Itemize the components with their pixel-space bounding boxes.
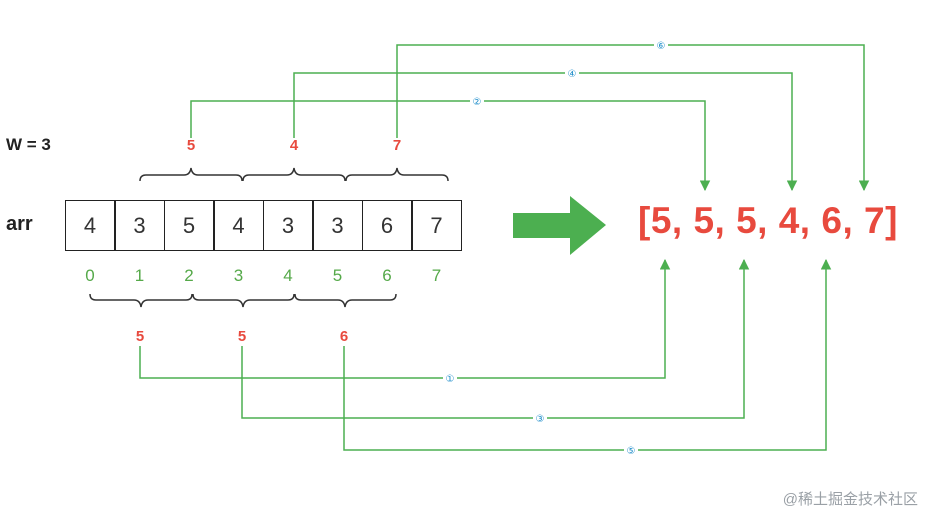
array-cells: 4 3 5 4 3 3 6 7	[64, 200, 462, 251]
bottom-max-2: 5	[238, 328, 246, 345]
index-label: 6	[382, 266, 392, 285]
index-label: 5	[332, 266, 343, 285]
step-label-4: ④	[568, 69, 577, 80]
top-max-2: 4	[290, 137, 299, 154]
top-brace-3	[345, 167, 449, 182]
index-label: 4	[283, 266, 293, 285]
array-cell: 7	[411, 200, 462, 251]
top-max-1: 5	[187, 137, 195, 154]
array-cell: 3	[114, 200, 165, 251]
result-array: [5, 5, 5, 4, 6, 7]	[638, 200, 898, 241]
index-label: 7	[431, 266, 442, 285]
bottom-brace-2	[192, 293, 295, 308]
top-brace-2	[242, 167, 346, 182]
array-cell: 3	[312, 200, 363, 251]
top-brace-1	[139, 167, 243, 182]
step-label-3: ③	[536, 414, 545, 425]
array-cell: 4	[213, 200, 264, 251]
connector-step-4	[293, 72, 798, 192]
array-label: arr	[6, 213, 33, 235]
connector-step-3	[241, 258, 750, 419]
step-label-6: ⑥	[657, 41, 666, 52]
connector-step-5	[343, 258, 832, 451]
index-row: 0 1 2 3 4 5 6 7	[66, 266, 462, 286]
index-label: 3	[233, 266, 244, 285]
index-label: 1	[134, 266, 145, 285]
watermark: @稀土掘金技术社区	[782, 491, 918, 508]
index-label: 2	[184, 266, 194, 285]
connector-step-1	[139, 258, 671, 379]
bottom-max-1: 5	[136, 328, 144, 345]
bottom-max-3: 6	[340, 328, 348, 345]
array-cell: 6	[361, 200, 413, 251]
connector-step-6	[396, 44, 870, 192]
bottom-brace-1	[89, 293, 193, 308]
step-label-1: ①	[446, 374, 455, 385]
array-cell: 4	[64, 200, 116, 251]
connector-step-2	[190, 100, 711, 192]
step-label-5: ⑤	[627, 446, 636, 457]
bottom-brace-3	[294, 293, 397, 308]
big-right-arrow-icon	[513, 196, 606, 255]
step-label-2: ②	[473, 97, 482, 108]
array-cell: 5	[163, 200, 215, 251]
top-max-3: 7	[393, 137, 401, 154]
array-cell: 3	[262, 200, 314, 251]
index-label: 0	[85, 266, 95, 285]
window-size-label: W = 3	[6, 135, 51, 154]
